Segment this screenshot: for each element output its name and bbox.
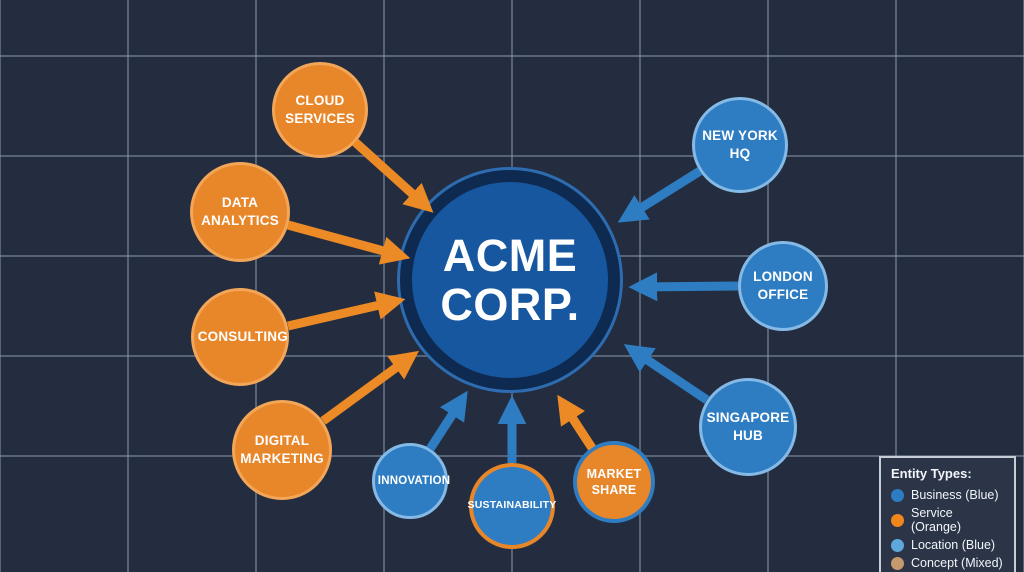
node-singapore-hub: SINGAPORE HUB: [699, 378, 797, 476]
legend-title: Entity Types:: [891, 466, 972, 481]
node-label-digital-marketing: DIGITAL MARKETING: [240, 433, 324, 466]
node-acme-corp-center: ACME CORP.: [400, 170, 620, 390]
node-london-office: LONDON OFFICE: [738, 241, 828, 331]
legend-label-concept: Concept (Mixed): [911, 556, 1003, 570]
node-label-cloud-services: CLOUD SERVICES: [285, 93, 355, 126]
node-label-market-share: MARKET SHARE: [586, 466, 642, 497]
arrow-data-analytics-to-center: [286, 220, 411, 265]
node-label-new-york-hq: NEW YORK HQ: [702, 128, 778, 161]
arrow-singapore-hub-to-center: [623, 344, 710, 404]
service-color-dot-icon: [891, 513, 904, 527]
arrow-new-york-hq-to-center: [617, 167, 703, 223]
node-market-share: MARKET SHARE: [573, 441, 655, 523]
arrow-consulting-to-center: [286, 291, 406, 331]
node-label-sustainability: SUSTAINABILITY: [467, 499, 557, 512]
arrow-digital-marketing-to-center: [320, 350, 419, 425]
legend-item-location: Location (Blue): [891, 538, 1004, 552]
center-label: ACME CORP.: [440, 229, 580, 330]
node-consulting: CONSULTING: [191, 288, 289, 386]
legend-label-location: Location (Blue): [911, 538, 996, 552]
node-new-york-hq: NEW YORK HQ: [692, 97, 788, 193]
node-digital-marketing: DIGITAL MARKETING: [232, 400, 332, 500]
node-label-singapore-hub: SINGAPORE HUB: [706, 410, 790, 443]
arrow-cloud-services-to-center: [351, 138, 434, 213]
business-color-dot-icon: [891, 488, 904, 502]
concept-color-dot-icon: [891, 556, 904, 570]
node-label-data-analytics: DATA ANALYTICS: [201, 195, 279, 228]
arrow-london-office-to-center: [628, 272, 739, 302]
legend: Entity Types: Business (Blue) Service (O…: [879, 456, 1016, 572]
node-sustainability: SUSTAINABILITY: [467, 463, 557, 549]
node-cloud-services: CLOUD SERVICES: [272, 62, 368, 158]
legend-item-concept: Concept (Mixed): [891, 556, 1004, 570]
arrow-innovation-to-center: [426, 390, 468, 452]
legend-item-business: Business (Blue): [891, 488, 1004, 502]
legend-item-service: Service (Orange): [891, 506, 1004, 534]
location-color-dot-icon: [891, 538, 904, 552]
arrow-market-share-to-center: [557, 394, 596, 451]
node-label-london-office: LONDON OFFICE: [753, 269, 813, 302]
center-label-line1: ACME: [442, 229, 578, 281]
node-data-analytics: DATA ANALYTICS: [190, 162, 290, 262]
node-innovation: INNOVATION: [372, 443, 451, 519]
node-label-innovation: INNOVATION: [377, 474, 451, 487]
node-label-consulting: CONSULTING: [197, 329, 288, 345]
legend-label-business: Business (Blue): [911, 488, 999, 502]
center-label-line2: CORP.: [440, 279, 580, 330]
legend-label-service: Service (Orange): [911, 506, 962, 534]
